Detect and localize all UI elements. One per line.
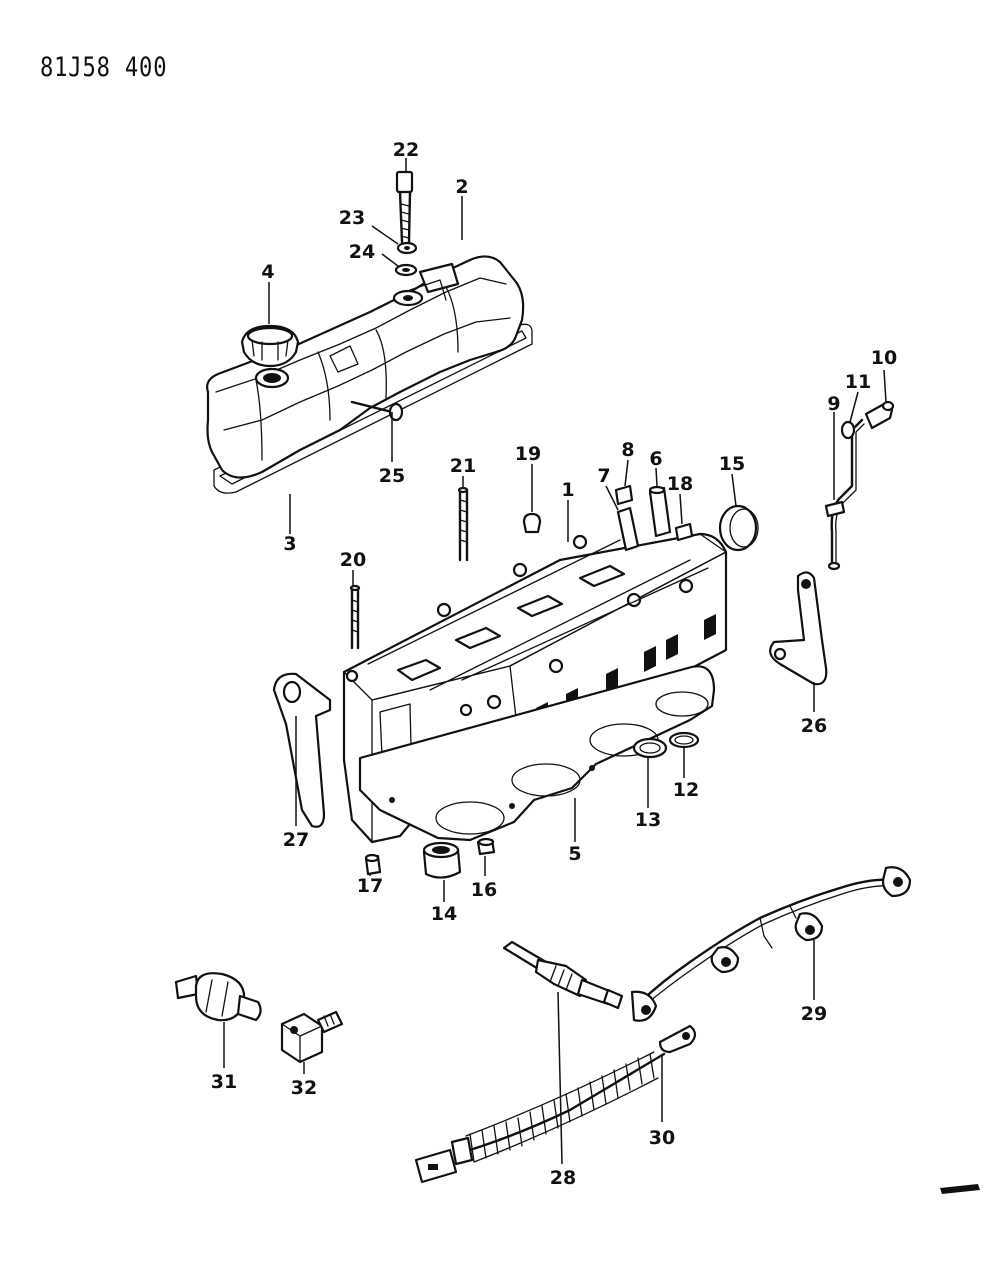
glow-plug-feed-wire	[414, 1024, 697, 1184]
callout-10: 10	[871, 347, 897, 369]
seal-ring-large	[632, 737, 668, 759]
callout-13: 13	[635, 809, 661, 831]
callout-11: 11	[845, 371, 871, 393]
callout-19: 19	[515, 443, 541, 465]
dowel-top	[522, 512, 542, 534]
callout-15: 15	[719, 453, 745, 475]
leader-lines	[223, 158, 887, 1165]
callout-21: 21	[450, 455, 476, 477]
callout-20: 20	[340, 549, 366, 571]
callout-26: 26	[801, 715, 827, 737]
catalog-code: 81J58 400	[40, 52, 168, 83]
callout-14: 14	[431, 903, 457, 925]
callout-25: 25	[379, 465, 405, 487]
callout-24: 24	[349, 241, 375, 263]
cover-bolt	[395, 170, 414, 244]
cover-body	[206, 255, 525, 479]
callout-28: 28	[550, 1167, 576, 1189]
callout-16: 16	[471, 879, 497, 901]
glow-plug-harness	[630, 866, 912, 1022]
oil-pressure-switch	[174, 972, 262, 1022]
callout-6: 6	[649, 448, 662, 470]
callout-31: 31	[211, 1071, 237, 1093]
callout-32: 32	[291, 1077, 317, 1099]
small-plug	[674, 522, 694, 542]
nozzle-sleeve-short	[616, 506, 640, 552]
head-gasket	[358, 665, 716, 842]
callout-4: 4	[261, 261, 274, 283]
callout-12: 12	[673, 779, 699, 801]
expansion-plug	[718, 504, 758, 552]
callout-27: 27	[283, 829, 309, 851]
head-stud-long	[349, 584, 361, 650]
oil-filler-cap	[240, 324, 300, 368]
head-stud-short	[457, 486, 469, 562]
nozzle-sleeve-long	[648, 486, 672, 538]
callout-1: 1	[561, 479, 574, 501]
callout-3: 3	[283, 533, 296, 555]
pipe-adapter	[280, 1010, 344, 1064]
nozzle-cap	[614, 484, 634, 506]
seal-ring-small	[668, 731, 700, 749]
callout-2: 2	[455, 176, 468, 198]
callout-5: 5	[568, 843, 581, 865]
callout-18: 18	[667, 473, 693, 495]
callout-22: 22	[393, 139, 419, 161]
scan-mark	[940, 1184, 980, 1194]
callout-8: 8	[621, 439, 634, 461]
callout-23: 23	[339, 207, 365, 229]
lifting-bracket-rear	[769, 571, 828, 686]
callout-labels: 1 2 3 4 5 6 7 8 9 10 11 12 13 14 15 16 1…	[211, 139, 897, 1189]
glow-plug	[502, 940, 624, 1010]
callout-17: 17	[357, 875, 383, 897]
rocker-cover	[206, 255, 533, 494]
cover-gasket	[213, 323, 533, 494]
lifting-bracket-front	[272, 672, 332, 828]
banjo-washer	[840, 420, 856, 440]
callout-7: 7	[597, 465, 610, 487]
callout-29: 29	[801, 1003, 827, 1025]
rubber-bushing	[422, 841, 462, 879]
callout-9: 9	[827, 393, 840, 415]
leak-off-pipe	[824, 418, 865, 571]
callout-30: 30	[649, 1127, 675, 1149]
